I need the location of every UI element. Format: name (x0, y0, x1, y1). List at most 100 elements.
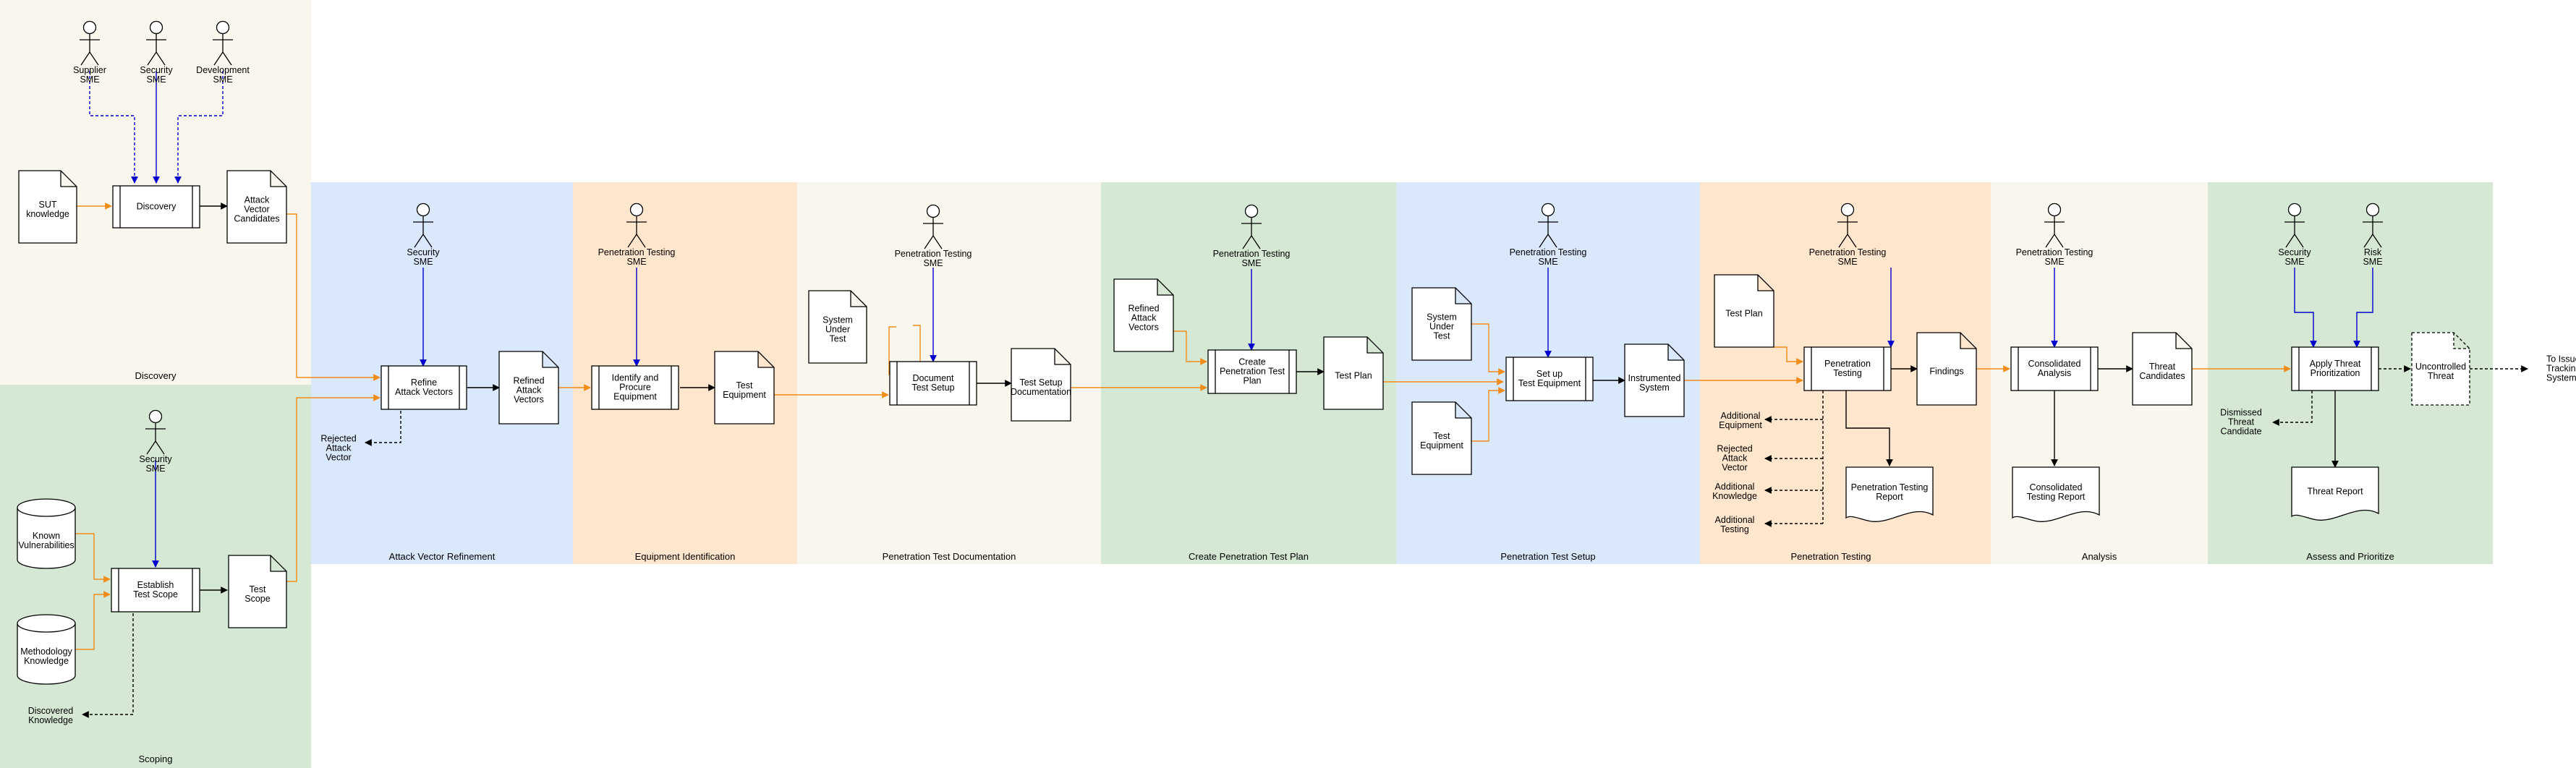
report-label: Threat Report (2307, 486, 2363, 496)
document-label: Attack (245, 195, 270, 205)
actor-label-line: Penetration Testing (1213, 249, 1291, 259)
document-label: Test Setup (1019, 377, 1062, 388)
database-label: Known (33, 531, 60, 541)
actor-icon (413, 202, 433, 248)
annotation-label-line: Testing (1720, 524, 1749, 534)
process-label: Test Scope (133, 589, 178, 600)
document-label: Candidates (2139, 371, 2185, 381)
actor-label-line: Security (139, 454, 172, 464)
process-label: Test Setup (911, 383, 954, 393)
actor-label-line: Security (2278, 247, 2311, 257)
connectors (75, 71, 2528, 718)
document-label: System (822, 315, 853, 325)
zone-label-analysis: Analysis (2082, 551, 2117, 562)
process-label: Establish (137, 580, 174, 590)
connector (286, 394, 381, 582)
annotation-label-line: Knowledge (28, 715, 73, 725)
document-label: Under (1429, 321, 1454, 331)
annotation-label-line: Additional (1715, 515, 1755, 525)
actor-icon (145, 409, 166, 455)
connector (365, 411, 401, 446)
process-box: Discovery (112, 185, 200, 229)
zone-label-discovery: Discovery (135, 370, 177, 381)
actor-icon (626, 202, 647, 248)
connector (89, 71, 138, 184)
document-label: Scope (245, 594, 270, 604)
connector (75, 591, 111, 650)
actor-label-line: Penetration Testing (1809, 247, 1887, 257)
actor-label-line: SME (145, 464, 165, 474)
zone-label-attack-vector-refinement: Attack Vector Refinement (389, 551, 496, 562)
document-label: Uncontrolled (2415, 362, 2466, 372)
process-label: Analysis (2038, 368, 2072, 378)
actor-label-line: SME (1837, 257, 1857, 267)
document-label: Vectors (1128, 322, 1159, 332)
document-label: Findings (1929, 366, 1963, 376)
document-label: Test (1434, 330, 1450, 341)
process-label: Consolidated (2028, 359, 2081, 369)
report-shape: Threat Report (2291, 466, 2379, 521)
document-label: Test (1434, 431, 1450, 441)
process-label: Attack Vectors (395, 387, 453, 397)
process-label: Plan (1243, 375, 1261, 385)
annotation-label-line: Additional (1721, 411, 1761, 421)
process-label: Equipment (613, 391, 657, 401)
document-label: Refined (513, 375, 544, 385)
report-label: Testing Report (2027, 492, 2086, 502)
process-label: Create (1238, 357, 1266, 367)
document-label: Documentation (1011, 387, 1071, 397)
annotation-label-line: Attack (326, 443, 352, 453)
actor-icon (1538, 202, 1558, 248)
document-label: Under (825, 324, 850, 334)
document-label: SUT (39, 200, 57, 210)
actor-icon (2044, 202, 2065, 248)
process-label: Prioritization (2311, 368, 2360, 378)
reports: Penetration TestingReportConsolidatedTes… (1845, 466, 2379, 522)
actor-label-line: Penetration Testing (2016, 247, 2093, 257)
document-shape: Findings (1916, 332, 1977, 406)
document-label: Threat (2428, 371, 2454, 381)
document-label: Equipment (1420, 440, 1463, 451)
annotation-label-line: Threat (2228, 417, 2255, 427)
actor-label-line: SME (146, 74, 166, 85)
connector (75, 533, 111, 583)
documents: SUTknowledgeAttackVectorCandidatesTestSc… (18, 170, 2470, 628)
connector (82, 613, 134, 718)
actor-label-line: SME (413, 257, 433, 267)
process-label: Document (913, 373, 954, 383)
actor-label-line: Risk (2364, 247, 2382, 257)
actor-label-line: SME (1538, 257, 1557, 267)
zone-label-create-penetration-test-plan: Create Penetration Test Plan (1189, 551, 1309, 562)
process-label: Penetration Test (1220, 366, 1285, 376)
actors: SupplierSMESecuritySMEDevelopmentSMESecu… (73, 20, 2383, 474)
actor-label-line: Penetration Testing (598, 247, 676, 257)
document-label: System (1639, 383, 1670, 393)
zone-label-scoping: Scoping (139, 754, 173, 764)
actor-label-line: Security (407, 247, 440, 257)
connector (1471, 323, 1505, 375)
